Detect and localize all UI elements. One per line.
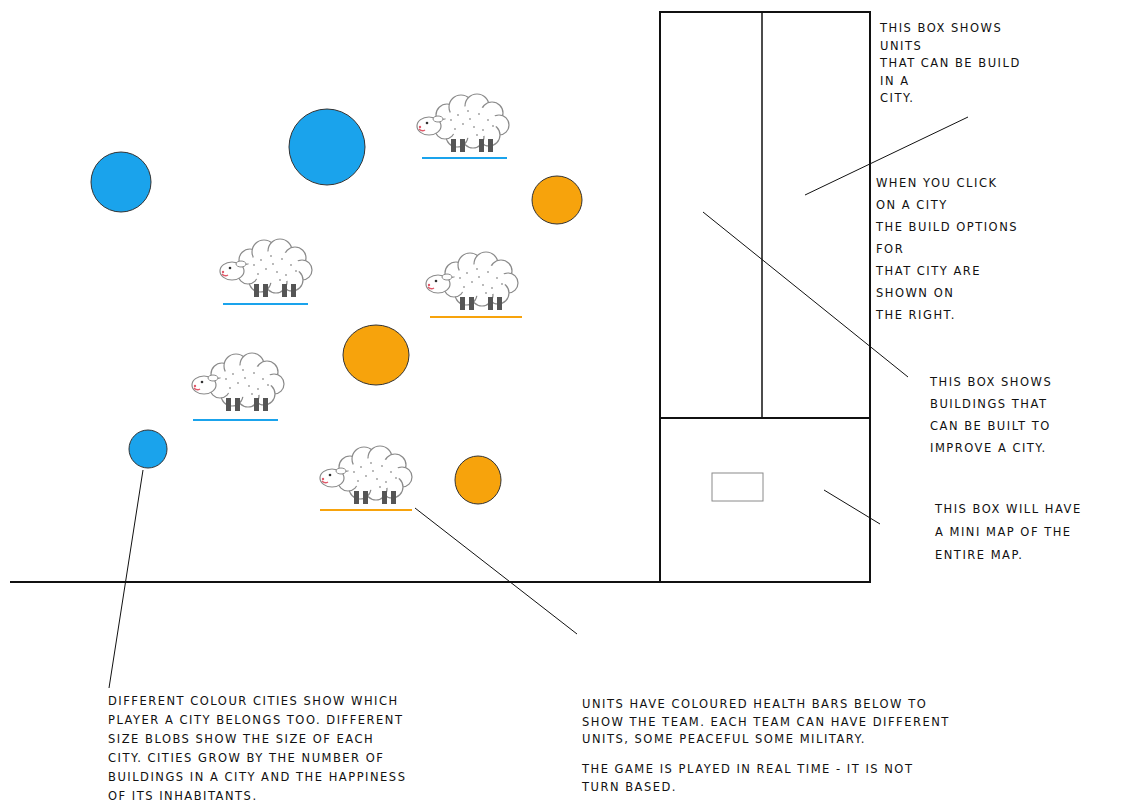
annotation-text: THIS BOX SHOWS UNITS THAT CAN BE BUILD I… xyxy=(880,20,1021,108)
text-line: ENTIRE MAP. xyxy=(935,544,1082,567)
sheep-unit xyxy=(426,252,518,310)
annotation-text: THIS BOX SHOWS BUILDINGS THAT CAN BE BUI… xyxy=(930,371,1052,459)
blue-city xyxy=(91,152,151,212)
panel-divider xyxy=(660,417,870,419)
health-bar xyxy=(223,303,308,305)
sheep-unit xyxy=(220,239,312,297)
text-line: UNITS HAVE COLOURED HEALTH BARS BELOW TO xyxy=(582,696,950,714)
sheep-unit xyxy=(417,94,509,152)
blue-city xyxy=(129,430,167,468)
text-line: ON A CITY xyxy=(876,194,1018,216)
orange-city xyxy=(532,176,582,224)
text-line: SHOWN ON xyxy=(876,282,1018,304)
text-line: FOR xyxy=(876,238,1018,260)
text-line: CITY. xyxy=(880,90,1021,108)
text-line: THAT CAN BE BUILD xyxy=(880,55,1021,73)
leader-line xyxy=(415,508,577,634)
text-line: IMPROVE A CITY. xyxy=(930,437,1052,459)
text-line: THIS BOX SHOWS xyxy=(880,20,1021,38)
text-line: THIS BOX WILL HAVE xyxy=(935,498,1082,521)
text-line: TURN BASED. xyxy=(582,779,913,797)
annotation-text: THIS BOX WILL HAVE A MINI MAP OF THE ENT… xyxy=(935,498,1082,567)
text-line: THAT CITY ARE xyxy=(876,260,1018,282)
annotation-text: THE GAME IS PLAYED IN REAL TIME - IT IS … xyxy=(582,761,913,796)
orange-city xyxy=(343,325,409,385)
text-line: THE GAME IS PLAYED IN REAL TIME - IT IS … xyxy=(582,761,913,779)
text-line: SIZE BLOBS SHOW THE SIZE OF EACH xyxy=(108,730,406,749)
text-line: DIFFERENT COLOUR CITIES SHOW WHICH xyxy=(108,692,406,711)
annotation-text: DIFFERENT COLOUR CITIES SHOW WHICH PLAYE… xyxy=(108,692,406,806)
text-line: THIS BOX SHOWS xyxy=(930,371,1052,393)
text-line: CAN BE BUILT TO xyxy=(930,415,1052,437)
annotation-text: WHEN YOU CLICK ON A CITY THE BUILD OPTIO… xyxy=(876,172,1018,326)
annotation-text: UNITS HAVE COLOURED HEALTH BARS BELOW TO… xyxy=(582,696,950,749)
text-line: A MINI MAP OF THE xyxy=(935,521,1082,544)
text-line: SHOW THE TEAM. EACH TEAM CAN HAVE DIFFER… xyxy=(582,714,950,732)
health-bar xyxy=(320,509,412,511)
panel-divider xyxy=(761,12,763,418)
text-line: UNITS xyxy=(880,38,1021,56)
map-border xyxy=(10,581,660,583)
text-line: BUILDINGS IN A CITY AND THE HAPPINESS xyxy=(108,768,406,787)
leader-line xyxy=(109,470,143,688)
blue-city xyxy=(289,109,365,185)
leader-line xyxy=(824,490,880,524)
text-line: WHEN YOU CLICK xyxy=(876,172,1018,194)
text-line: BUILDINGS THAT xyxy=(930,393,1052,415)
side-panel xyxy=(660,12,870,582)
text-line: THE BUILD OPTIONS xyxy=(876,216,1018,238)
health-bar xyxy=(430,316,522,318)
minimap-viewport xyxy=(712,473,763,501)
health-bar xyxy=(422,157,507,159)
text-line: THE RIGHT. xyxy=(876,304,1018,326)
text-line: OF ITS INHABITANTS. xyxy=(108,787,406,806)
sheep-unit xyxy=(320,446,412,504)
orange-city xyxy=(455,456,501,504)
health-bar xyxy=(193,419,278,421)
text-line: IN A xyxy=(880,73,1021,91)
text-line: PLAYER A CITY BELONGS TOO. DIFFERENT xyxy=(108,711,406,730)
text-line: CITY. CITIES GROW BY THE NUMBER OF xyxy=(108,749,406,768)
text-line: UNITS, SOME PEACEFUL SOME MILITARY. xyxy=(582,731,950,749)
sheep-unit xyxy=(192,353,284,411)
